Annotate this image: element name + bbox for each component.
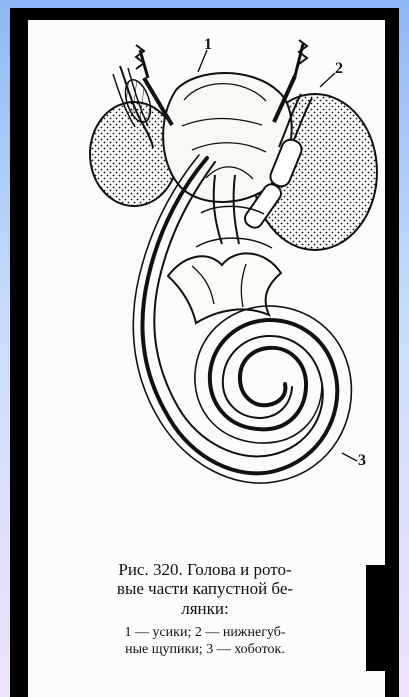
callout-1-label: 1	[204, 36, 212, 54]
black-block	[366, 565, 393, 671]
callout-3-label: 3	[358, 452, 366, 470]
butterfly-head-drawing	[52, 30, 378, 545]
caption-subtitle: 1 — усики; 2 — нижнегуб- ные щупики; 3 —…	[57, 625, 353, 658]
callout-2-label: 2	[335, 60, 343, 78]
butterfly-head-illustration: 1 2 3	[52, 30, 378, 545]
right-frame	[399, 0, 409, 697]
caption-title: Рис. 320. Голова и рото- вые части капус…	[57, 560, 353, 618]
left-frame	[0, 0, 10, 697]
top-frame	[0, 0, 409, 8]
figure-caption: Рис. 320. Голова и рото- вые части капус…	[57, 560, 353, 658]
lower-base	[168, 253, 281, 323]
